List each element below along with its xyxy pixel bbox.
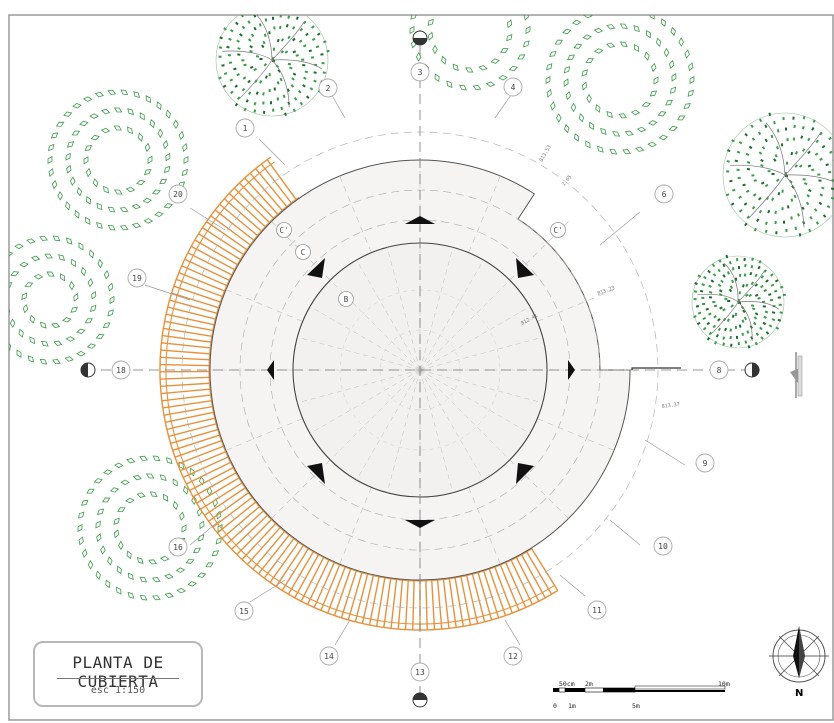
axis-marker-label: 1 [243,124,248,133]
axis-marker-8: 8 [709,360,729,380]
dimension-label: 813.23 [597,285,616,297]
axis-marker-label: 6 [662,190,667,199]
title-block: PLANTA DE CUBIERTA esc 1:150 [33,641,203,707]
north-arrow: N [769,626,829,699]
direction-triangles [267,216,575,528]
axis-marker-19: 19 [127,268,147,288]
axis-marker-label: 2 [326,84,331,93]
scale-label: 0 [553,702,557,710]
axis-marker-15: 15 [234,601,254,621]
scale-label: 2m [585,680,593,688]
axis-marker-3: 3 [410,62,430,82]
zone-label-1: C [295,244,311,260]
axis-marker-label: 9 [703,459,708,468]
axis-marker-label: 18 [116,366,126,375]
axis-marker-2: 2 [318,78,338,98]
section-marker [790,352,803,398]
scale-label: 1m [568,702,576,710]
zone-label-0: B [338,291,354,307]
roof-notch-edge [631,367,681,370]
axis-marker-9: 9 [695,453,715,473]
main-axes [85,30,760,700]
drawing-scale: esc 1:150 [90,685,146,696]
axis-marker-20: 20 [168,184,188,204]
zone-label-2: C' [276,222,292,238]
svg-text:C: C [301,248,306,257]
pergola-slats [159,156,559,631]
zone-labels: B C C' C' [276,222,566,307]
axis-marker-label: 14 [324,652,334,661]
axis-marker-13: 13 [410,662,430,682]
axis-marker-14: 14 [319,646,339,666]
axis-marker-label: 11 [592,606,602,615]
axis-callout-lines [144,91,686,646]
trees-layer [9,15,834,601]
dimension-label: 813.37 [661,402,680,410]
axis-marker-label: 8 [717,366,722,375]
scale-bar: 50cm 2m 10m 0 1m 5m [553,680,730,710]
grid-bubbles [80,30,760,708]
axis-marker-16: 16 [168,537,188,557]
axis-marker-label: 3 [418,68,423,77]
svg-text:C': C' [553,226,562,235]
title-divider [57,678,179,679]
axis-marker-1: 1 [235,118,255,138]
axis-marker-12: 12 [503,646,523,666]
svg-text:C': C' [279,226,288,235]
zone-label-3: C' [550,222,566,238]
axis-marker-label: 12 [508,652,518,661]
axis-marker-label: 10 [658,542,668,551]
svg-text:B: B [344,295,349,304]
drawing-title: PLANTA DE CUBIERTA [72,653,164,691]
axis-marker-label: 16 [173,543,183,552]
axis-marker-label: 15 [239,607,249,616]
scale-label: 10m [718,680,730,688]
axis-marker-label: 19 [132,274,142,283]
axis-marker-18: 18 [111,360,131,380]
axis-marker-label: 20 [173,190,183,199]
axis-marker-4: 4 [503,77,523,97]
scale-label: 50cm [559,680,575,688]
axis-marker-6: 6 [654,184,674,204]
axis-marker-label: 4 [511,83,516,92]
scale-label: 5m [632,702,640,710]
axis-marker-label: 13 [415,668,425,677]
north-label: N [795,688,803,699]
axis-marker-10: 10 [653,536,673,556]
axis-marker-11: 11 [587,600,607,620]
